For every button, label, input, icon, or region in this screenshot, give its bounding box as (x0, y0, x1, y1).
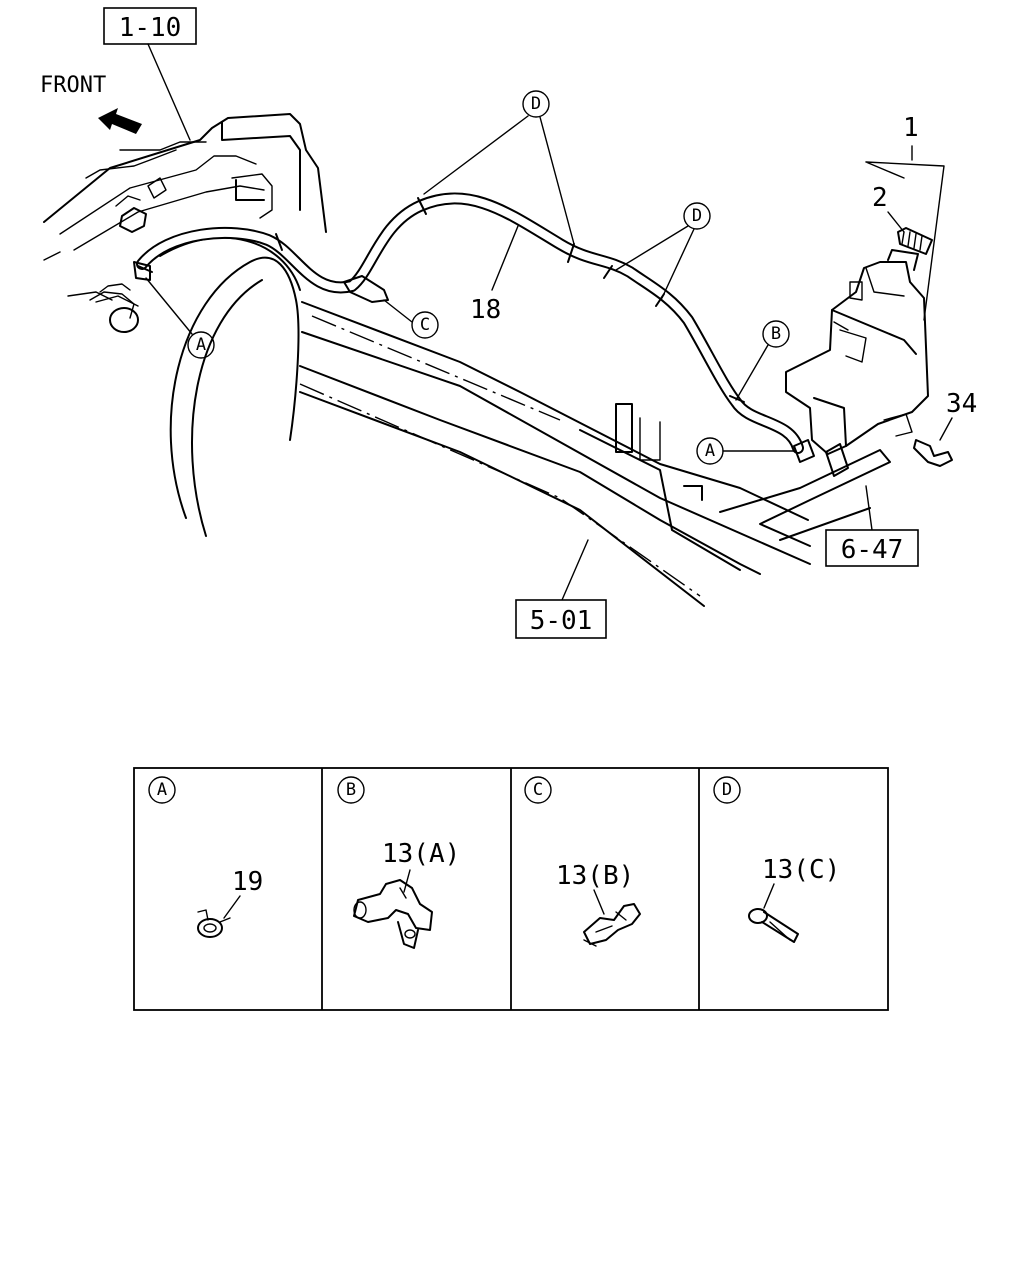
panel-c-part-label: 13(B) (556, 861, 634, 891)
washer-hose (133, 192, 804, 454)
svg-text:D: D (531, 94, 541, 114)
hose-clamp-icon (197, 909, 231, 938)
detail-panel-c: C 13(B) (524, 776, 641, 947)
callout-b[interactable]: B (762, 320, 790, 348)
callout-a-left[interactable]: A (187, 331, 215, 359)
front-label: FRONT (40, 73, 106, 98)
clip-13a-icon (353, 879, 433, 949)
callout-c[interactable]: C (411, 311, 439, 339)
panel-d-part-label: 13(C) (762, 855, 840, 885)
svg-text:C: C (420, 315, 430, 335)
part-2-label: 2 (872, 183, 888, 213)
clip-13b-icon (583, 903, 641, 947)
front-arrow-icon (98, 108, 142, 134)
detail-panel-a: A 19 (148, 776, 263, 938)
panel-b-letter: B (346, 780, 356, 800)
callout-a-right[interactable]: A (696, 437, 724, 465)
ref-box-1-10[interactable]: 1-10 (103, 7, 197, 45)
panel-d-letter: D (722, 780, 732, 800)
svg-text:D: D (692, 206, 702, 226)
part-1-label: 1 (903, 113, 919, 143)
ref-1-10-label: 1-10 (119, 13, 182, 43)
washer-tank (785, 227, 933, 477)
bolt-icon (913, 439, 953, 467)
svg-text:A: A (196, 335, 206, 355)
callout-d-top[interactable]: D (522, 90, 550, 118)
svg-text:B: B (771, 324, 781, 344)
detail-panel-d: D 13(C) (713, 776, 840, 943)
detail-panel-b: B 13(A) (337, 776, 460, 949)
clip-13c-icon (748, 908, 799, 943)
panel-a-letter: A (157, 780, 167, 800)
panel-b-part-label: 13(A) (382, 839, 460, 869)
ref-5-01-label: 5-01 (530, 606, 593, 636)
ref-box-6-47[interactable]: 6-47 (825, 529, 919, 567)
svg-text:A: A (705, 441, 715, 461)
panel-a-part-label: 19 (232, 867, 263, 897)
callout-d-mid[interactable]: D (683, 202, 711, 230)
panel-c-letter: C (533, 780, 543, 800)
part-34-label: 34 (946, 389, 977, 419)
engine-structure (43, 113, 327, 333)
ref-box-5-01[interactable]: 5-01 (515, 599, 607, 639)
part-18-label: 18 (470, 295, 501, 325)
detail-table (133, 767, 889, 1011)
ref-6-47-label: 6-47 (841, 535, 904, 565)
tank-cap-icon (897, 227, 933, 255)
frame-rails (299, 301, 891, 607)
